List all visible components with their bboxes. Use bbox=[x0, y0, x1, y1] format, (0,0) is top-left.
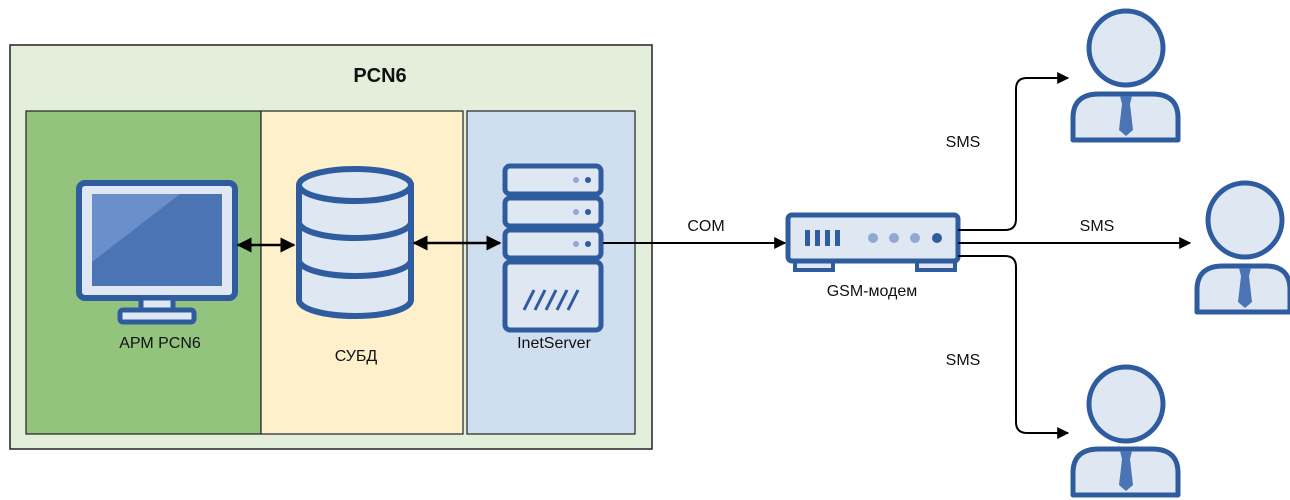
user-icon-top bbox=[1070, 8, 1181, 143]
server-icon bbox=[502, 163, 604, 333]
user-icon-bottom bbox=[1070, 364, 1181, 498]
modem-label: GSM-модем bbox=[827, 283, 918, 300]
dbms-label: СУБД bbox=[335, 348, 378, 365]
monitor-icon bbox=[76, 180, 238, 325]
system-title: PCN6 bbox=[353, 65, 406, 87]
sms-top-arrow bbox=[958, 72, 1070, 231]
modem-icon bbox=[785, 212, 961, 272]
workstation-label: АРМ PCN6 bbox=[119, 335, 201, 352]
sms-bottom-label: SMS bbox=[946, 352, 981, 369]
database-icon bbox=[296, 166, 414, 319]
sms-bottom-arrow bbox=[958, 255, 1070, 439]
sms-middle-label: SMS bbox=[1080, 218, 1115, 235]
sms-top-label: SMS bbox=[946, 134, 981, 151]
server-label: InetServer bbox=[517, 335, 591, 352]
com-label: COM bbox=[687, 218, 724, 235]
user-icon-middle bbox=[1194, 180, 1290, 315]
